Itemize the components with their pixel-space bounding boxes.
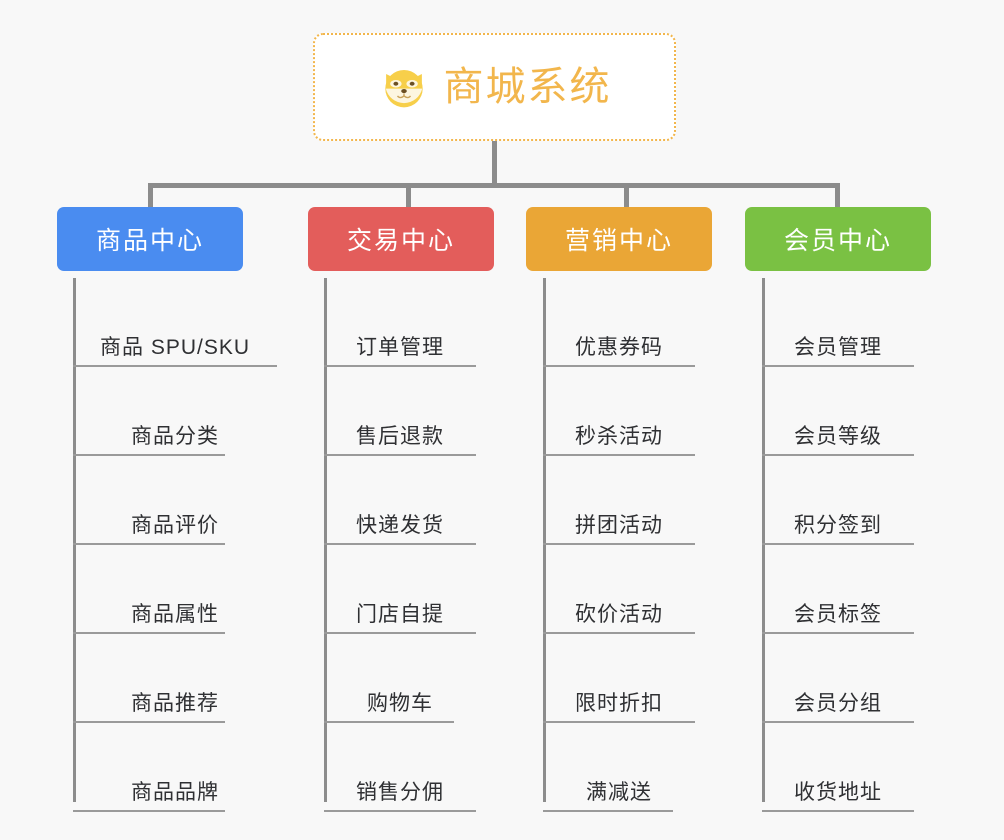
leaf-underline: [73, 721, 225, 723]
leaf-underline: [73, 365, 277, 367]
list-item[interactable]: 销售分佣: [324, 723, 476, 812]
leaf-label: 拼团活动: [575, 514, 663, 537]
leaf-underline: [543, 632, 695, 634]
list-item[interactable]: 商品属性: [73, 545, 277, 634]
category-label: 交易中心: [346, 227, 455, 255]
category-label: 会员中心: [783, 227, 892, 255]
leaf-underline: [73, 543, 225, 545]
leaf-label: 商品推荐: [131, 692, 219, 715]
leaf-label: 积分签到: [794, 514, 882, 537]
list-item[interactable]: 限时折扣: [543, 634, 695, 723]
leaf-label: 会员分组: [794, 692, 882, 715]
column-spine: [73, 278, 76, 802]
leaf-underline: [762, 543, 914, 545]
category-label: 商品中心: [95, 227, 204, 255]
connector-drop-2: [406, 183, 411, 209]
leaf-label: 销售分佣: [356, 781, 444, 804]
leaf-label: 会员标签: [794, 603, 882, 626]
leaf-column-product-center: 商品 SPU/SKU 商品分类 商品评价 商品属性 商品推荐 商品品牌: [73, 278, 277, 812]
leaf-underline: [762, 721, 914, 723]
leaf-column-member-center: 会员管理 会员等级 积分签到 会员标签 会员分组 收货地址: [762, 278, 914, 812]
list-item[interactable]: 秒杀活动: [543, 367, 695, 456]
leaf-column-marketing-center: 优惠券码 秒杀活动 拼团活动 砍价活动 限时折扣 满减送: [543, 278, 695, 812]
leaf-underline: [73, 454, 225, 456]
leaf-label: 收货地址: [794, 781, 882, 804]
list-item[interactable]: 会员管理: [762, 278, 914, 367]
leaf-label: 快递发货: [356, 514, 444, 537]
list-item[interactable]: 售后退款: [324, 367, 476, 456]
leaf-label: 购物车: [367, 692, 433, 715]
list-item[interactable]: 商品评价: [73, 456, 277, 545]
leaf-underline: [324, 454, 476, 456]
list-item[interactable]: 门店自提: [324, 545, 476, 634]
leaf-underline: [762, 810, 914, 812]
connector-root-stem: [492, 141, 497, 187]
list-item[interactable]: 满减送: [543, 723, 695, 812]
leaf-label: 砍价活动: [575, 603, 663, 626]
connector-horizontal-bus: [148, 183, 840, 188]
leaf-label: 优惠券码: [575, 336, 663, 359]
leaf-label: 商品属性: [131, 603, 219, 626]
list-item[interactable]: 商品品牌: [73, 723, 277, 812]
leaf-underline: [73, 810, 225, 812]
list-item[interactable]: 优惠券码: [543, 278, 695, 367]
leaf-underline: [762, 454, 914, 456]
list-item[interactable]: 会员等级: [762, 367, 914, 456]
leaf-label: 会员等级: [794, 425, 882, 448]
root-node-shop-system[interactable]: 商城系统: [313, 33, 676, 141]
list-item[interactable]: 会员标签: [762, 545, 914, 634]
leaf-label: 秒杀活动: [575, 425, 663, 448]
leaf-underline: [543, 543, 695, 545]
leaf-label: 会员管理: [794, 336, 882, 359]
leaf-underline: [543, 810, 673, 812]
leaf-underline: [324, 365, 476, 367]
leaf-label: 满减送: [586, 781, 652, 804]
leaf-underline: [762, 632, 914, 634]
connector-drop-3: [624, 183, 629, 209]
connector-drop-4: [835, 183, 840, 209]
connector-drop-1: [148, 183, 153, 209]
leaf-underline: [324, 721, 454, 723]
category-box-member-center[interactable]: 会员中心: [745, 207, 931, 271]
category-box-marketing-center[interactable]: 营销中心: [526, 207, 712, 271]
leaf-label: 商品分类: [131, 425, 219, 448]
leaf-underline: [543, 365, 695, 367]
category-box-trade-center[interactable]: 交易中心: [308, 207, 494, 271]
list-item[interactable]: 积分签到: [762, 456, 914, 545]
list-item[interactable]: 商品 SPU/SKU: [73, 278, 277, 367]
leaf-underline: [762, 365, 914, 367]
leaf-column-trade-center: 订单管理 售后退款 快递发货 门店自提 购物车 销售分佣: [324, 278, 476, 812]
leaf-underline: [73, 632, 225, 634]
list-item[interactable]: 购物车: [324, 634, 476, 723]
leaf-label: 售后退款: [356, 425, 444, 448]
leaf-label: 商品 SPU/SKU: [99, 336, 251, 359]
dog-face-icon: [378, 61, 430, 113]
column-spine: [324, 278, 327, 802]
leaf-label: 商品评价: [131, 514, 219, 537]
list-item[interactable]: 快递发货: [324, 456, 476, 545]
root-node-label: 商城系统: [443, 65, 612, 109]
leaf-underline: [543, 454, 695, 456]
column-spine: [543, 278, 546, 802]
category-box-product-center[interactable]: 商品中心: [57, 207, 243, 271]
column-spine: [762, 278, 765, 802]
leaf-label: 商品品牌: [131, 781, 219, 804]
list-item[interactable]: 拼团活动: [543, 456, 695, 545]
leaf-label: 限时折扣: [575, 692, 663, 715]
list-item[interactable]: 商品分类: [73, 367, 277, 456]
list-item[interactable]: 砍价活动: [543, 545, 695, 634]
leaf-underline: [543, 721, 695, 723]
list-item[interactable]: 商品推荐: [73, 634, 277, 723]
leaf-label: 订单管理: [356, 336, 444, 359]
list-item[interactable]: 会员分组: [762, 634, 914, 723]
leaf-underline: [324, 543, 476, 545]
category-label: 营销中心: [564, 227, 673, 255]
list-item[interactable]: 订单管理: [324, 278, 476, 367]
list-item[interactable]: 收货地址: [762, 723, 914, 812]
leaf-underline: [324, 810, 476, 812]
leaf-label: 门店自提: [356, 603, 444, 626]
leaf-underline: [324, 632, 476, 634]
